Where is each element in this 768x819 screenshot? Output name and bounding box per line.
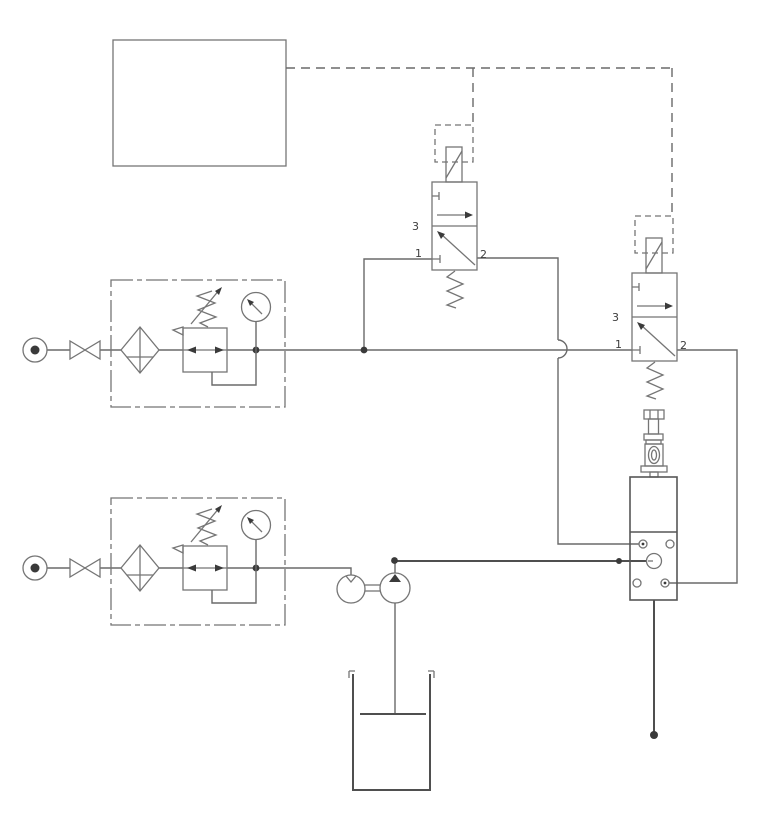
tank-outline — [352, 674, 431, 791]
vent-icon — [171, 544, 184, 555]
feedback-line — [211, 350, 257, 386]
adjustment-knob-icon — [640, 409, 668, 478]
controller-outline — [112, 39, 287, 167]
line-jump-arc — [557, 339, 568, 359]
air-prep-unit-bottom[interactable] — [22, 497, 286, 626]
port-label-1: 1 — [415, 247, 422, 260]
filter-icon — [120, 543, 160, 593]
valve1-port2-line — [477, 257, 559, 340]
spring-icon — [645, 361, 665, 400]
solenoid-valve-2[interactable]: 3 1 2 — [612, 215, 687, 400]
air-motor-icon — [336, 574, 366, 604]
blocked-port-mark — [632, 283, 640, 291]
pump-assembly[interactable] — [336, 557, 411, 713]
vent-icon — [171, 326, 184, 337]
reservoir-tank[interactable] — [348, 670, 435, 791]
tank-rim — [348, 670, 435, 678]
pressure-gauge-icon — [240, 291, 272, 350]
port-label-2: 2 — [480, 248, 487, 261]
pressure-regulator-icon — [171, 505, 257, 604]
line-end-dot — [650, 731, 658, 739]
controller-box[interactable] — [112, 39, 287, 167]
dispense-valve-body — [629, 476, 678, 601]
shutoff-valve-icon — [69, 557, 101, 579]
enclosure-box — [110, 497, 286, 626]
spring-icon — [445, 270, 465, 309]
main-air-line-bottom — [47, 567, 352, 575]
pressure-source-icon — [22, 555, 48, 581]
pressure-gauge-icon — [240, 509, 272, 568]
blocked-port-mark — [432, 255, 441, 263]
dispense-valve[interactable] — [629, 409, 678, 601]
port-label-3: 3 — [412, 220, 419, 233]
junction-dot — [360, 346, 368, 354]
enclosure-box — [110, 279, 286, 408]
motor-inlet-notch — [345, 575, 357, 584]
blocked-port-mark — [632, 346, 641, 354]
air-prep-unit-top[interactable] — [22, 279, 286, 408]
feedback-line — [211, 568, 257, 604]
filter-icon — [120, 325, 160, 375]
pilot-dashed-box — [634, 215, 674, 254]
fluid-inlet-port — [645, 552, 663, 570]
valve1-port1-line — [363, 258, 432, 350]
blocked-port-mark — [432, 192, 440, 200]
pilot-dashed-box — [434, 124, 474, 163]
pump-flow-triangle — [389, 574, 401, 582]
spring-icon — [195, 290, 218, 328]
adjust-arrow — [190, 506, 221, 543]
pressure-source-icon — [22, 337, 48, 363]
port-label-3: 3 — [612, 311, 619, 324]
pressure-regulator-icon — [171, 287, 257, 386]
valve2-port2-line — [669, 349, 738, 584]
junction-dot — [391, 557, 398, 564]
shutoff-valve-icon — [69, 339, 101, 361]
spring-icon — [195, 508, 218, 546]
port-label-2: 2 — [680, 339, 687, 352]
port-label-1: 1 — [615, 338, 622, 351]
valve1-to-dispense-line — [557, 358, 639, 545]
junction-dot — [616, 558, 622, 564]
adjust-arrow — [190, 288, 221, 325]
valve-ports — [632, 539, 675, 588]
control-signal-lines — [286, 67, 673, 216]
solenoid-valve-1[interactable]: 3 1 2 — [412, 124, 487, 309]
